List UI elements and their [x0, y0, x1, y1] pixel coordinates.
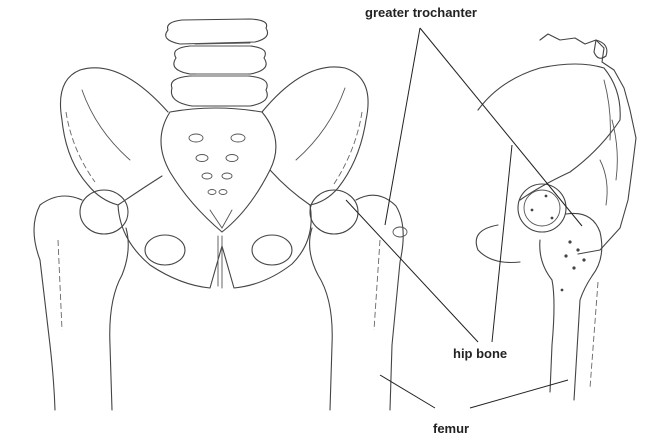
pelvis-side-view — [476, 34, 636, 263]
pelvis-front-view — [60, 19, 368, 288]
right-iliac-wing — [262, 67, 368, 205]
left-femur-front — [34, 190, 128, 410]
femoral-head — [518, 184, 566, 232]
sacrum — [161, 108, 276, 232]
hip-bone-label: hip bone — [453, 346, 507, 361]
femur-label: femur — [433, 421, 469, 436]
femur-leader-front — [380, 375, 435, 408]
hip-bone-leader-front — [346, 200, 478, 342]
greater-trochanter-leader-front — [385, 28, 420, 225]
femur-side-view — [518, 184, 602, 400]
greater-trochanter-label: greater trochanter — [365, 5, 477, 20]
right-obturator-foramen — [252, 235, 292, 265]
femur-leader-side — [470, 380, 568, 408]
left-obturator-foramen — [145, 235, 185, 265]
lumbar-vertebrae — [166, 19, 268, 106]
greater-trochanter-leader-side — [420, 28, 582, 226]
left-iliac-wing — [60, 68, 168, 205]
hip-bone-leader-side — [492, 145, 512, 342]
right-femur-front — [310, 190, 407, 410]
